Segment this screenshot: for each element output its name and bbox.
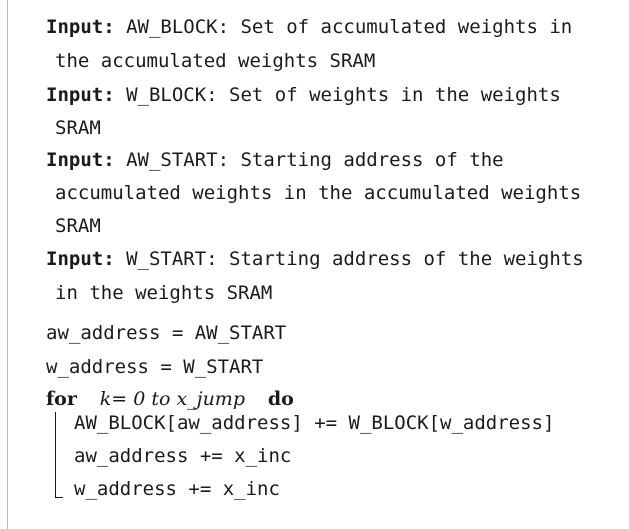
assignment-aw-address: aw_address = AW_START — [46, 322, 287, 344]
loop-body-statement: w_address += x_inc — [74, 478, 280, 500]
for-keyword: for — [46, 388, 77, 410]
input-line-w-start: Input: W_START: Starting address of the … — [46, 247, 584, 271]
assignment-w-address: w_address = W_START — [46, 356, 264, 378]
for-loop-header: for k= 0 to x_jump do — [46, 387, 294, 411]
left-frame-line — [7, 0, 8, 529]
input-continuation: SRAM — [55, 215, 101, 237]
input-continuation: accumulated weights in the accumulated w… — [55, 182, 582, 204]
input-continuation: in the weights SRAM — [55, 282, 273, 304]
input-line-w-block: Input: W_BLOCK: Set of weights in the we… — [46, 83, 561, 107]
input-line-aw-block: Input: AW_BLOCK: Set of accumulated weig… — [46, 15, 572, 39]
input-description: W_BLOCK: Set of weights in the weights — [114, 84, 561, 106]
loop-body-statement: aw_address += x_inc — [74, 445, 292, 467]
do-keyword: do — [267, 388, 294, 410]
input-keyword: Input: — [46, 149, 115, 171]
input-keyword: Input: — [46, 84, 115, 106]
input-description: W_START: Starting address of the weights — [114, 248, 584, 270]
input-description: AW_START: Starting address of the — [114, 149, 504, 171]
loop-body-statement: AW_BLOCK[aw_address] += W_BLOCK[w_addres… — [74, 412, 555, 434]
input-continuation: the accumulated weights SRAM — [55, 50, 376, 72]
loop-body-bracket — [55, 412, 63, 498]
input-keyword: Input: — [46, 248, 115, 270]
input-keyword: Input: — [46, 16, 115, 38]
input-line-aw-start: Input: AW_START: Starting address of the — [46, 148, 504, 172]
input-continuation: SRAM — [55, 117, 101, 139]
input-description: AW_BLOCK: Set of accumulated weights in — [114, 16, 573, 38]
loop-range: k= 0 to x_jump — [99, 388, 245, 410]
